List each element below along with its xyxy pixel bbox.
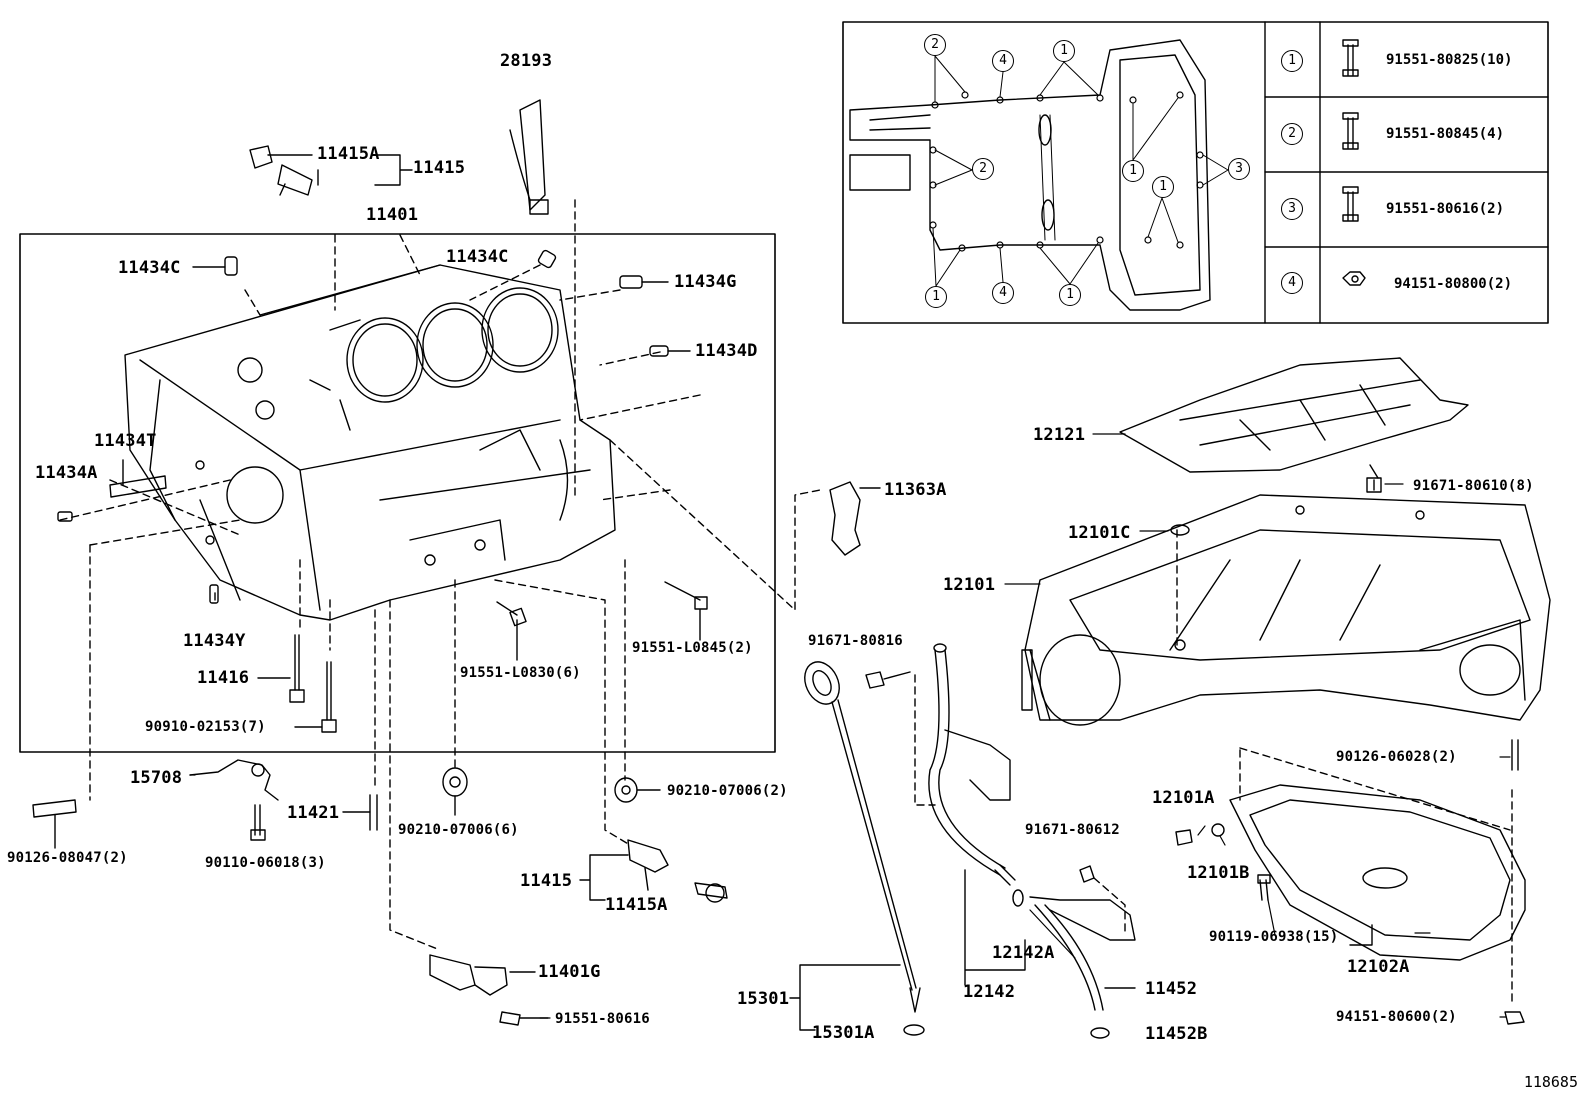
table-key-4: 4 bbox=[1281, 272, 1303, 294]
label-15708: 15708 bbox=[130, 768, 183, 788]
inset-callout-4-top: 4 bbox=[992, 50, 1014, 72]
label-11401: 11401 bbox=[366, 205, 419, 225]
label-12102A: 12102A bbox=[1347, 957, 1410, 977]
label-91551-80616-bottom: 91551-80616 bbox=[555, 1011, 650, 1027]
label-11434G: 11434G bbox=[674, 272, 737, 292]
pin-drawings bbox=[57, 249, 691, 604]
inset-callout-1-bottom-left: 1 bbox=[925, 286, 947, 308]
dipstick-drawing bbox=[789, 661, 925, 1036]
label-90910-02153: 90910-02153(7) bbox=[145, 719, 266, 735]
inset-callout-1-mid-right: 1 bbox=[1152, 176, 1174, 198]
label-11415A-bottom: 11415A bbox=[605, 895, 668, 915]
table-part-1: 91551-80825(10) bbox=[1386, 52, 1513, 68]
label-12142: 12142 bbox=[963, 982, 1016, 1002]
block-group-frame bbox=[19, 233, 776, 753]
cylinder-block-drawing bbox=[124, 264, 616, 621]
inset-callout-4-bottom: 4 bbox=[992, 282, 1014, 304]
table-key-1: 1 bbox=[1281, 50, 1303, 72]
label-12121: 12121 bbox=[1033, 425, 1086, 445]
label-12101C: 12101C bbox=[1068, 523, 1131, 543]
label-11434D: 11434D bbox=[695, 341, 758, 361]
label-15301A: 15301A bbox=[812, 1023, 875, 1043]
label-91671-80816: 91671-80816 bbox=[808, 633, 903, 649]
label-28193: 28193 bbox=[500, 51, 553, 71]
table-part-3: 91551-80616(2) bbox=[1386, 201, 1505, 217]
label-12101: 12101 bbox=[943, 575, 996, 595]
table-key-3: 3 bbox=[1281, 198, 1303, 220]
block-bolts-drawing bbox=[257, 581, 708, 733]
label-11434A: 11434A bbox=[35, 463, 98, 483]
label-12101B: 12101B bbox=[1187, 863, 1250, 883]
lower-left-parts-drawing bbox=[32, 759, 728, 1026]
label-11434T: 11434T bbox=[94, 431, 157, 451]
label-91671-80612: 91671-80612 bbox=[1025, 822, 1120, 838]
baffle-plate-drawing bbox=[1119, 357, 1469, 493]
part-28193-drawing bbox=[509, 99, 549, 215]
label-11363A: 11363A bbox=[884, 480, 947, 500]
label-90126-06028: 90126-06028(2) bbox=[1336, 749, 1457, 765]
oil-strainer-drawing bbox=[1029, 865, 1136, 1039]
label-90210-07006-right: 90210-07006(2) bbox=[667, 783, 788, 799]
label-90210-07006-left: 90210-07006(6) bbox=[398, 822, 519, 838]
inset-callout-3: 3 bbox=[1228, 158, 1250, 180]
label-11434Y: 11434Y bbox=[183, 631, 246, 651]
label-91671-80610: 91671-80610(8) bbox=[1413, 478, 1534, 494]
label-11452: 11452 bbox=[1145, 979, 1198, 999]
part-11363A-drawing bbox=[829, 481, 881, 556]
label-12101A: 12101A bbox=[1152, 788, 1215, 808]
label-91551-L0845: 91551-L0845(2) bbox=[632, 640, 753, 656]
label-11416: 11416 bbox=[197, 668, 250, 688]
label-11452B: 11452B bbox=[1145, 1024, 1208, 1044]
figure-id: 118685 bbox=[1523, 1073, 1578, 1091]
upper-oil-pan-drawing bbox=[1021, 494, 1551, 726]
dipstick-guide-drawing bbox=[914, 643, 1026, 986]
label-11421: 11421 bbox=[287, 803, 340, 823]
label-12142A: 12142A bbox=[992, 943, 1055, 963]
label-11434C-mid: 11434C bbox=[446, 247, 509, 267]
label-11415-bottom: 11415 bbox=[520, 871, 573, 891]
table-bolt-icons bbox=[1342, 39, 1366, 286]
label-91551-L0830: 91551-L0830(6) bbox=[460, 665, 581, 681]
table-part-4: 94151-80800(2) bbox=[1394, 276, 1513, 292]
inset-callout-1-top: 1 bbox=[1053, 40, 1075, 62]
label-90110-06018: 90110-06018(3) bbox=[205, 855, 326, 871]
part-11415-top-drawing bbox=[249, 145, 413, 196]
label-11415-top: 11415 bbox=[413, 158, 466, 178]
label-11434C-left: 11434C bbox=[118, 258, 181, 278]
inset-callout-2-top: 2 bbox=[924, 34, 946, 56]
label-11401G: 11401G bbox=[538, 962, 601, 982]
block-dashed-leaders bbox=[59, 199, 821, 951]
label-94151-80600: 94151-80600(2) bbox=[1336, 1009, 1457, 1025]
table-key-2: 2 bbox=[1281, 123, 1303, 145]
inset-box bbox=[842, 21, 1549, 324]
lower-oil-pan-drawing bbox=[1175, 739, 1526, 1025]
inset-callout-2-mid: 2 bbox=[972, 158, 994, 180]
label-90119-06938: 90119-06938(15) bbox=[1209, 929, 1339, 945]
label-leaders bbox=[189, 433, 1511, 1019]
label-11415A-top: 11415A bbox=[317, 144, 380, 164]
label-90126-08047: 90126-08047(2) bbox=[7, 850, 128, 866]
table-part-2: 91551-80845(4) bbox=[1386, 126, 1505, 142]
inset-callout-1-bottom-right: 1 bbox=[1059, 284, 1081, 306]
inset-callout-1-mid-left: 1 bbox=[1122, 160, 1144, 182]
label-15301: 15301 bbox=[737, 989, 790, 1009]
